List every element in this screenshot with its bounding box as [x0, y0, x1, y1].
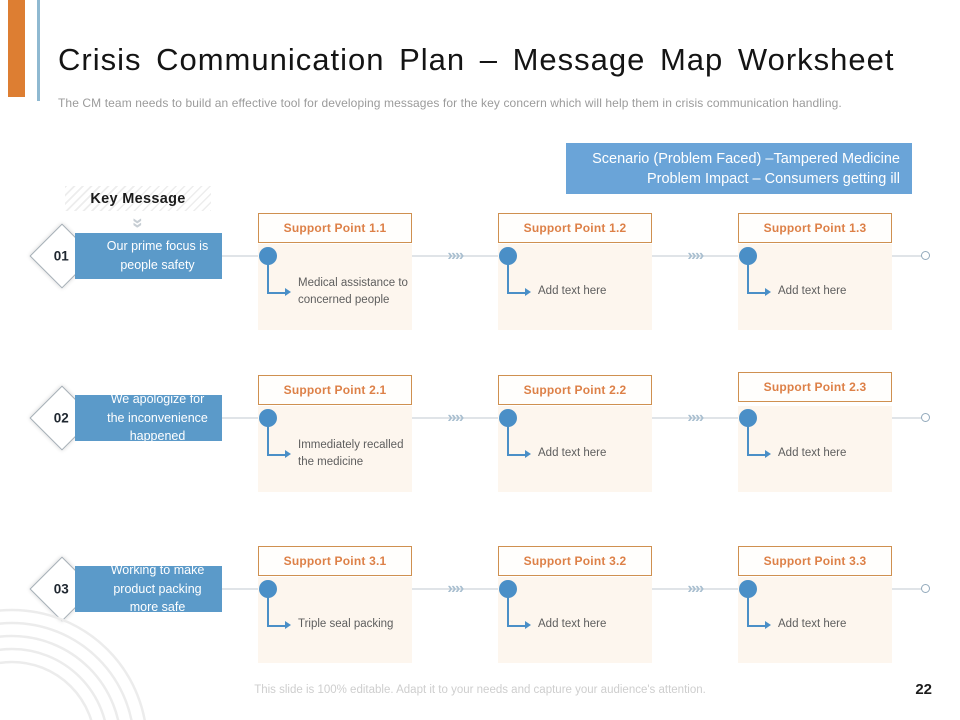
- node-dot: [739, 247, 757, 265]
- connector-elbow: [507, 597, 527, 627]
- footer-note: This slide is 100% editable. Adapt it to…: [254, 684, 706, 696]
- support-point-title: Support Point 1.2: [498, 213, 652, 243]
- support-point-title: Support Point 1.1: [258, 213, 412, 243]
- support-point-text: Medical assistance to concerned people: [298, 276, 408, 306]
- support-panel: [258, 406, 412, 492]
- node-dot: [259, 247, 277, 265]
- connector-elbow: [747, 264, 767, 294]
- flow-chevrons-icon: ››››: [687, 580, 704, 597]
- key-message-box: Our prime focus is people safety: [75, 233, 222, 279]
- node-dot: [499, 580, 517, 598]
- connector-elbow: [507, 426, 527, 456]
- node-dot: [259, 409, 277, 427]
- page-subtitle: The CM team needs to build an effective …: [58, 96, 842, 110]
- support-panel: [498, 577, 652, 663]
- arrowhead-icon: [285, 621, 291, 629]
- arrowhead-icon: [285, 450, 291, 458]
- support-point-title: Support Point 2.1: [258, 375, 412, 405]
- arrowhead-icon: [765, 450, 771, 458]
- support-panel: [738, 406, 892, 492]
- arrowhead-icon: [525, 288, 531, 296]
- decorative-arcs: [0, 608, 146, 720]
- arrowhead-icon: [285, 288, 291, 296]
- flow-chevrons-icon: ››››: [447, 409, 464, 426]
- accent-bar-orange: [8, 0, 25, 97]
- node-dot: [499, 247, 517, 265]
- support-point-title: Support Point 3.1: [258, 546, 412, 576]
- row-number: 02: [54, 410, 70, 426]
- support-point-text: Add text here: [538, 285, 607, 298]
- arrowhead-icon: [765, 288, 771, 296]
- arrowhead-icon: [525, 450, 531, 458]
- support-point-title: Support Point 2.2: [498, 375, 652, 405]
- support-point-text: Add text here: [538, 447, 607, 460]
- support-point-text: Add text here: [778, 447, 847, 460]
- accent-bar-blue: [37, 0, 40, 101]
- line-end-circle: [921, 584, 930, 593]
- flow-chevrons-icon: ››››: [447, 247, 464, 264]
- key-message-label: Key Message: [65, 186, 211, 211]
- support-point-text: Add text here: [778, 618, 847, 631]
- support-panel: [738, 244, 892, 330]
- support-panel: [738, 577, 892, 663]
- connector-elbow: [747, 426, 767, 456]
- support-point-text: Add text here: [538, 618, 607, 631]
- node-dot: [739, 409, 757, 427]
- support-panel: [498, 244, 652, 330]
- flow-chevrons-icon: ››››: [687, 409, 704, 426]
- support-point-text: Add text here: [778, 285, 847, 298]
- support-panel: [258, 577, 412, 663]
- connector-elbow: [507, 264, 527, 294]
- page-title: Crisis Communication Plan – Message Map …: [58, 42, 895, 77]
- connector-elbow: [267, 264, 287, 294]
- support-point-title: Support Point 3.3: [738, 546, 892, 576]
- node-dot: [259, 580, 277, 598]
- line-end-circle: [921, 251, 930, 260]
- scenario-line1: Scenario (Problem Faced) –Tampered Medic…: [592, 151, 900, 167]
- scenario-box: Scenario (Problem Faced) –Tampered Medic…: [566, 143, 912, 194]
- arrowhead-icon: [765, 621, 771, 629]
- arrowhead-icon: [525, 621, 531, 629]
- chevron-down-icon: »: [127, 217, 148, 227]
- connector-elbow: [267, 426, 287, 456]
- support-point-text: Immediately recalled the medicine: [298, 438, 404, 468]
- support-panel: [498, 406, 652, 492]
- row-number: 01: [54, 248, 70, 264]
- page-number: 22: [915, 681, 932, 698]
- node-dot: [739, 580, 757, 598]
- flow-chevrons-icon: ››››: [447, 580, 464, 597]
- support-point-title: Support Point 3.2: [498, 546, 652, 576]
- support-point-text: Triple seal packing: [298, 618, 394, 631]
- key-message-box: We apologize for the inconvenience happe…: [75, 392, 222, 443]
- flow-chevrons-icon: ››››: [687, 247, 704, 264]
- support-panel: [258, 244, 412, 330]
- node-dot: [499, 409, 517, 427]
- connector-elbow: [747, 597, 767, 627]
- support-point-title: Support Point 1.3: [738, 213, 892, 243]
- connector-elbow: [267, 597, 287, 627]
- line-end-circle: [921, 413, 930, 422]
- support-point-title: Support Point 2.3: [738, 372, 892, 402]
- scenario-line2: Problem Impact – Consumers getting ill: [646, 170, 900, 187]
- key-message-box: Working to make product packing more saf…: [75, 563, 222, 614]
